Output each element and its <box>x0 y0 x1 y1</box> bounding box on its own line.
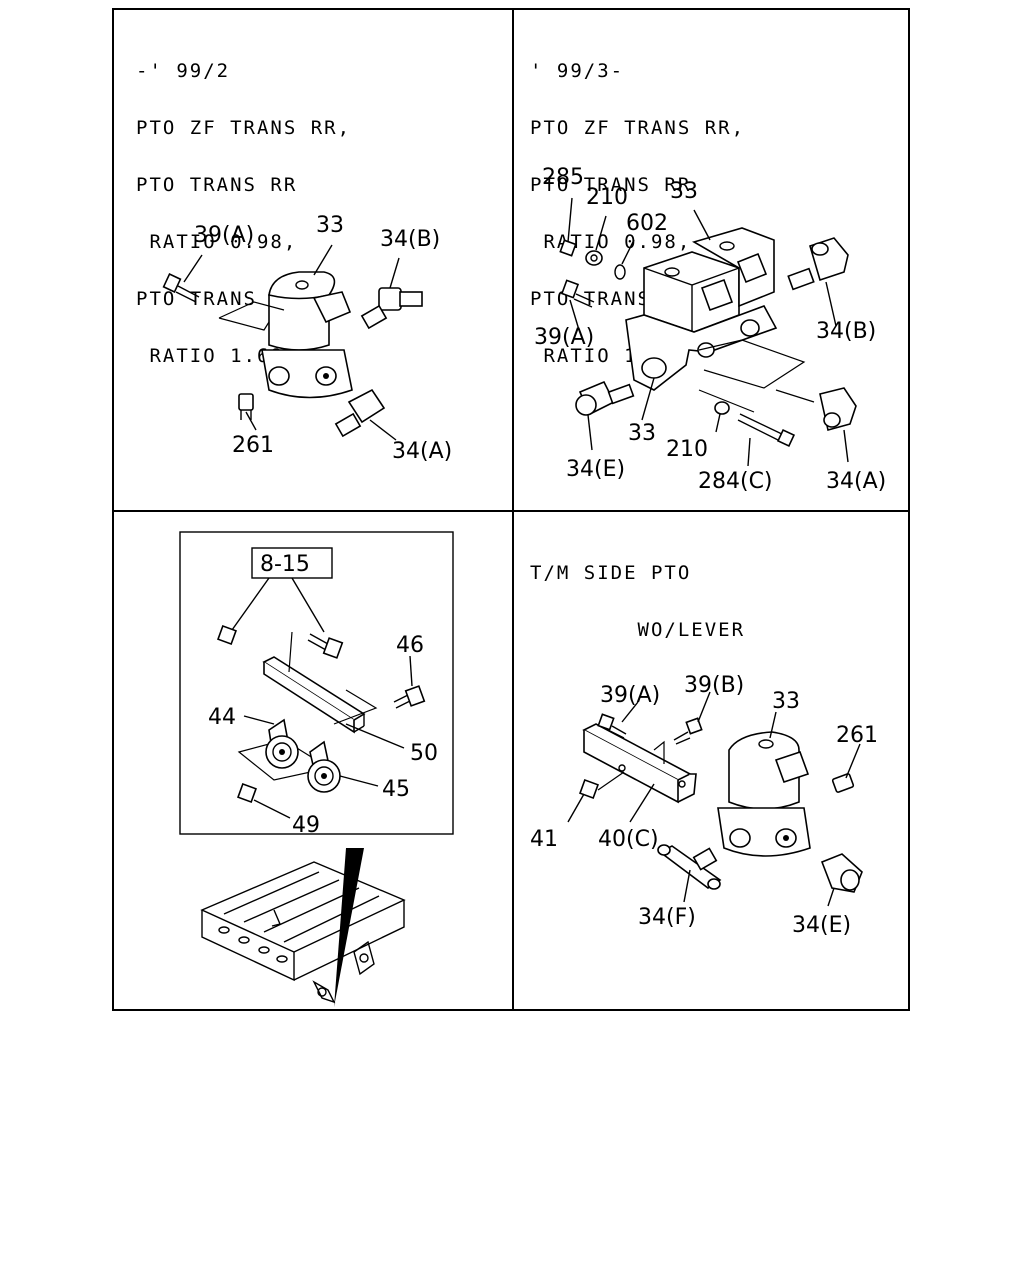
long-bolt-part <box>737 413 796 448</box>
parts-diagram-sheet: -' 99/2 PTO ZF TRANS RR, PTO TRANS RR RA… <box>112 8 910 1011</box>
nut-part <box>579 779 599 799</box>
detail-inset-frame <box>179 531 454 835</box>
bolt-part <box>393 685 426 709</box>
callout-label: 33 <box>670 179 698 204</box>
fitting-part <box>787 237 849 291</box>
reference-box: 8-15 <box>251 547 333 579</box>
panel-header: T/M SIDE PTO WO/LEVER <box>530 526 745 678</box>
callout-label: 46 <box>396 633 424 658</box>
o-ring-part <box>614 264 626 280</box>
header-line: -' 99/2 <box>136 60 231 82</box>
manifold-block-part <box>625 305 778 391</box>
panel-top-left: -' 99/2 PTO ZF TRANS RR, PTO TRANS RR RA… <box>114 10 512 510</box>
vertical-divider <box>512 10 514 1009</box>
header-line: RATIO 0.98, <box>530 231 692 253</box>
panel-bottom-right: T/M SIDE PTO WO/LEVER <box>514 512 910 1009</box>
header-line: PTO ZF TRANS RR, <box>136 117 352 139</box>
location-pointer <box>334 848 364 1007</box>
callout-label: 34(A) <box>392 439 452 464</box>
header-line: T/M SIDE PTO <box>530 562 692 584</box>
callout-label: 34(E) <box>566 457 625 482</box>
bolt-part <box>560 279 595 308</box>
nut-part <box>237 783 257 803</box>
fitting-part <box>360 287 423 330</box>
header-line: ' 99/3- <box>530 60 625 82</box>
callout-label: 261 <box>836 723 878 748</box>
header-line: PTO TRANS RR <box>530 174 692 196</box>
callout-label: 34(B) <box>380 227 440 252</box>
callout-label: 210 <box>586 185 628 210</box>
fitting-part <box>819 387 857 431</box>
bracket-assembly-drawing: 8-15 <box>179 531 454 1007</box>
callout-label: 210 <box>666 437 708 462</box>
bolt-part <box>597 713 627 739</box>
callout-label: 45 <box>382 777 410 802</box>
bracket-part <box>582 723 697 804</box>
callout-label: 40(C) <box>598 827 659 852</box>
plug-part <box>831 773 855 793</box>
callout-label: 33 <box>628 421 656 446</box>
callout-label: 34(E) <box>792 913 851 938</box>
callout-label: 34(F) <box>638 905 696 930</box>
callout-label: 49 <box>292 813 320 838</box>
reference-label: 8-15 <box>260 552 310 577</box>
bolt-part <box>307 633 344 659</box>
header-line: PTO ZF TRANS RR, <box>530 117 746 139</box>
callout-label: 284(C) <box>698 469 773 494</box>
bracket-part <box>262 656 366 734</box>
callout-label: 39(A) <box>194 223 254 248</box>
bolt-part <box>162 273 200 303</box>
washer-part <box>585 250 603 266</box>
solenoid-valve-part <box>691 227 775 308</box>
nut-part <box>217 625 237 645</box>
header-line: PTO TRANS RR <box>136 174 298 196</box>
header-line: WO/LEVER <box>530 619 746 641</box>
callout-label: 34(A) <box>826 469 886 494</box>
callout-label: 41 <box>530 827 558 852</box>
callout-label: 34(B) <box>816 319 876 344</box>
callout-label: 50 <box>410 741 438 766</box>
callout-label: 602 <box>626 211 668 236</box>
solenoid-valve-part <box>261 271 353 399</box>
header-line: RATIO 0.98, <box>136 231 298 253</box>
callout-label: 39(A) <box>534 325 594 350</box>
solenoid-valve-drawing: 39(A) 33 34(B) 261 34(A) <box>162 213 452 464</box>
panel-bottom-left: 8-15 <box>114 512 512 1009</box>
tm-side-pto-drawing: 39(A) 39(B) 33 261 41 40(C) 34(F) 34(E) <box>530 673 878 938</box>
panel-top-right: ' 99/3- PTO ZF TRANS RR, PTO TRANS RR RA… <box>514 10 910 510</box>
fitting-part <box>657 844 722 890</box>
pulley-bracket-part <box>265 718 299 769</box>
callout-label: 33 <box>316 213 344 238</box>
callout-label: 39(A) <box>600 683 660 708</box>
plug-part <box>238 393 254 420</box>
fitting-part <box>575 380 635 416</box>
callout-label: 44 <box>208 705 236 730</box>
pulley-bracket-part <box>307 740 341 793</box>
fitting-part <box>334 388 386 438</box>
horizontal-divider <box>114 510 908 512</box>
nut-part <box>559 239 577 257</box>
callout-label: 39(B) <box>684 673 744 698</box>
dual-solenoid-valve-drawing: 285 210 602 33 39(A) 34(B) 33 210 34(E) … <box>534 165 886 494</box>
fitting-part <box>820 853 863 893</box>
callout-label: 285 <box>542 165 584 190</box>
solenoid-valve-part <box>717 731 811 857</box>
chassis-frame-part <box>200 861 406 1004</box>
callout-label: 33 <box>772 689 800 714</box>
bolt-part <box>673 717 703 745</box>
callout-label: 261 <box>232 433 274 458</box>
washer-part <box>714 401 730 415</box>
